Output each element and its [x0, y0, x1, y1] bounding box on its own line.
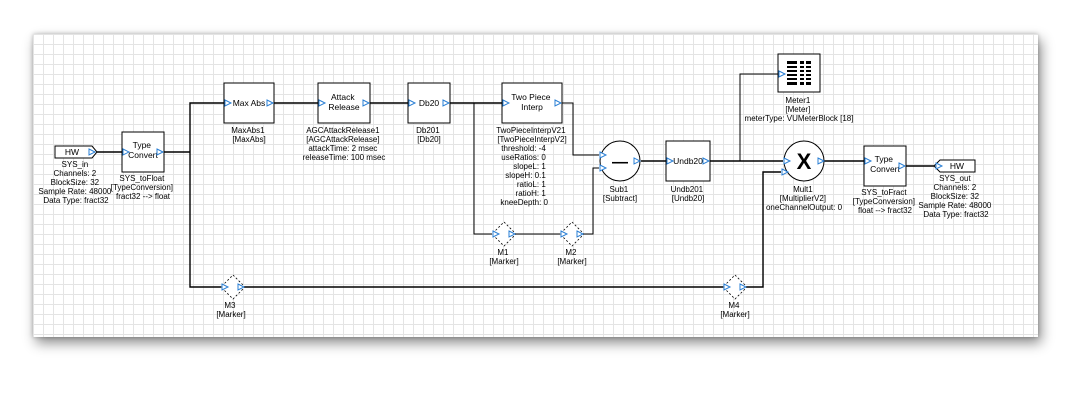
meter-label: Meter1 [Meter] meterType: VUMeterBlock [… [745, 96, 854, 123]
interp-title: Two Piece Interp [511, 92, 553, 112]
interp-input-pin[interactable] [502, 99, 511, 107]
hw-input-shape[interactable] [54, 145, 98, 159]
marker-diamond[interactable] [722, 274, 748, 300]
sys-out-input-pin[interactable] [935, 162, 944, 170]
marker-m1[interactable]: M1 [Marker] [489, 221, 519, 266]
sys-out-block[interactable]: HW SYS_out Channels: 2 BlockSize: 32 Sam… [918, 159, 993, 219]
hw-output-shape[interactable] [933, 159, 976, 173]
sys-in-title: HW [65, 147, 79, 157]
db20-input-pin[interactable] [408, 99, 417, 107]
db20-title: Db20 [419, 98, 440, 108]
to-fract-label: SYS_toFract [TypeConversion] float --> f… [853, 188, 918, 215]
wire-m2-to-sub[interactable] [584, 167, 599, 235]
max-abs-label: MaxAbs1 [MaxAbs] [231, 126, 267, 144]
marker-diamond[interactable] [491, 221, 517, 247]
sub-label: Sub1 [Subtract] [603, 185, 637, 203]
marker-m3[interactable]: M3 [Marker] [216, 274, 246, 319]
agc-attack-release-block[interactable]: Attack Release AGCAttackRelease1 [AGCAtt… [303, 82, 386, 162]
sys-out-title: HW [950, 161, 964, 171]
interp-params: threshold: -4 useRatios: 0 slopeL: 1 slo… [500, 144, 548, 207]
mult-block[interactable]: X Mult1 [MultiplierV2] oneChannelOutput:… [766, 140, 843, 212]
m3-output-pin[interactable] [237, 283, 246, 291]
max-abs-output-pin[interactable] [266, 99, 275, 107]
sys-out-label: SYS_out Channels: 2 BlockSize: 32 Sample… [918, 174, 993, 219]
wire-m4-to-mult[interactable] [746, 171, 781, 288]
m4-label: M4 [Marker] [720, 301, 749, 319]
db20-label: Db201 [Db20] [416, 126, 442, 144]
marker-m2[interactable]: M2 [Marker] [557, 221, 587, 266]
to-float-output-pin[interactable] [156, 148, 165, 156]
agc-output-pin[interactable] [362, 99, 371, 107]
wire-undb-to-meter[interactable] [739, 73, 778, 161]
max-abs-input-pin[interactable] [224, 99, 233, 107]
wire-interp-to-sub[interactable] [562, 102, 599, 156]
to-fract-title: Type Convert [870, 154, 900, 174]
agc-title: Attack Release [328, 92, 359, 112]
wire-to-m3[interactable] [189, 152, 222, 288]
sys-in-output-pin[interactable] [88, 148, 97, 156]
subtract-icon: — [612, 154, 628, 171]
marker-diamond[interactable] [220, 274, 246, 300]
m2-output-pin[interactable] [576, 230, 585, 238]
vu-meter-icon [787, 61, 811, 85]
sys-to-fract-block[interactable]: Type Convert SYS_toFract [TypeConversion… [853, 145, 918, 215]
undb20-output-pin[interactable] [702, 157, 711, 165]
agc-label: AGCAttackRelease1 [AGCAttackRelease] att… [303, 126, 386, 162]
meter-block[interactable]: Meter1 [Meter] meterType: VUMeterBlock [… [745, 53, 854, 123]
two-piece-interp-box[interactable] [501, 82, 563, 124]
meter-input-pin[interactable] [778, 70, 787, 78]
undb20-input-pin[interactable] [666, 157, 675, 165]
wire-db20-to-m1[interactable] [473, 103, 492, 235]
sub-input-pin-1[interactable] [599, 151, 608, 159]
m2-label: M2 [Marker] [557, 248, 586, 266]
m1-output-pin[interactable] [508, 230, 517, 238]
max-abs-title: Max Abs [233, 98, 266, 108]
mult-output-pin[interactable] [817, 157, 826, 165]
wires [97, 73, 934, 288]
marker-m4[interactable]: M4 [Marker] [720, 274, 750, 319]
interp-output-pin[interactable] [554, 99, 563, 107]
marker-diamond[interactable] [559, 221, 585, 247]
m1-label: M1 [Marker] [489, 248, 518, 266]
m4-output-pin[interactable] [739, 283, 748, 291]
to-float-input-pin[interactable] [122, 148, 131, 156]
m3-label: M3 [Marker] [216, 301, 245, 319]
undb20-block[interactable]: Undb20 Undb201 [Undb20] [665, 140, 711, 203]
to-fract-input-pin[interactable] [864, 157, 873, 165]
db20-block[interactable]: Db20 Db201 [Db20] [407, 82, 451, 144]
m1-input-pin[interactable] [492, 230, 501, 238]
m3-input-pin[interactable] [221, 283, 230, 291]
mult-input-pin-1[interactable] [783, 157, 792, 165]
max-abs-box[interactable] [223, 82, 275, 124]
agc-input-pin[interactable] [318, 99, 327, 107]
sub-block[interactable]: — Sub1 [Subtract] [599, 140, 642, 203]
sys-to-float-block[interactable]: Type Convert SYS_toFloat [TypeConversion… [111, 131, 176, 201]
to-fract-output-pin[interactable] [898, 162, 907, 170]
sub-output-pin[interactable] [633, 157, 642, 165]
to-float-label: SYS_toFloat [TypeConversion] fract32 -->… [111, 174, 176, 201]
to-float-title: Type Convert [128, 140, 158, 160]
undb20-label: Undb201 [Undb20] [671, 185, 706, 203]
db20-output-pin[interactable] [442, 99, 451, 107]
multiply-icon: X [797, 149, 812, 174]
sys-in-block[interactable]: HW SYS_in Channels: 2 BlockSize: 32 Samp… [38, 145, 113, 205]
sys-in-label: SYS_in Channels: 2 BlockSize: 32 Sample … [38, 160, 113, 205]
wire-to-maxabs[interactable] [189, 102, 224, 152]
interp-label: TwoPieceInterpV21 [TwoPieceInterpV2] [496, 126, 568, 144]
m2-input-pin[interactable] [560, 230, 569, 238]
sub-input-pin-2[interactable] [599, 164, 608, 172]
two-piece-interp-block[interactable]: Two Piece Interp TwoPieceInterpV21 [TwoP… [496, 82, 568, 207]
max-abs-block[interactable]: Max Abs MaxAbs1 [MaxAbs] [223, 82, 275, 144]
mult-label: Mult1 [MultiplierV2] oneChannelOutput: 0 [766, 185, 843, 212]
mult-input-pin-2[interactable] [781, 168, 790, 176]
m4-input-pin[interactable] [723, 283, 732, 291]
undb20-title: Undb20 [673, 156, 703, 166]
